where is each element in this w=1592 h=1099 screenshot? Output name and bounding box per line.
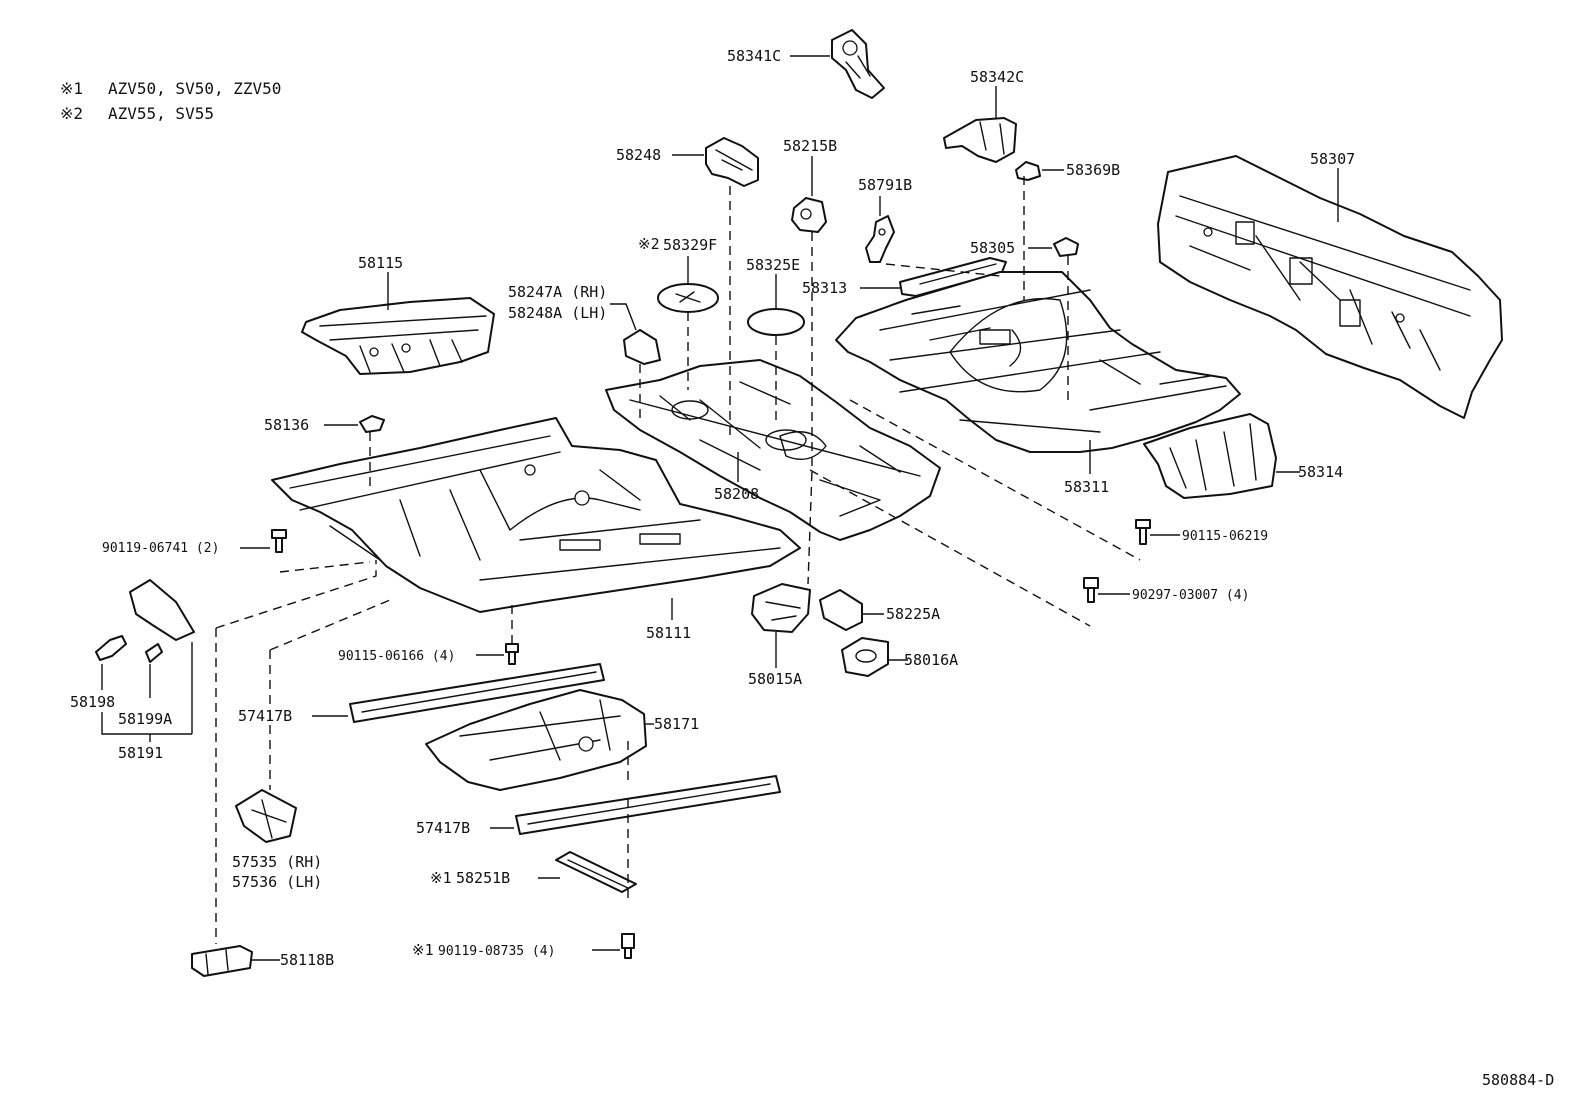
diagram-code: 580884-D [1482, 1071, 1554, 1089]
part-58215b-block: 58215B [783, 137, 837, 233]
part-58118b-bracket: 58118B [191, 945, 334, 977]
label-58248: 58248 [616, 146, 661, 164]
part-58314-bracket: 58314 [1143, 413, 1343, 499]
part-58305-clip: 58305 [970, 237, 1079, 257]
part-58791b-bracket: 58791B [858, 176, 912, 263]
alignment-dashed-lines [215, 176, 1141, 944]
label-58341c: 58341C [727, 47, 781, 65]
label-58313: 58313 [802, 279, 847, 297]
label-90297-03007: 90297-03007 (4) [1132, 588, 1249, 603]
bolt-90119-08735: ※1 90119-08735 (4) [412, 933, 635, 959]
part-58225a-bracket: 58225A [819, 589, 940, 631]
label-58208: 58208 [714, 485, 759, 503]
label-58307: 58307 [1310, 150, 1355, 168]
part-58016a-bracket: 58016A [841, 637, 958, 677]
part-57535-57536-bracket: 57535 (RH) 57536 (LH) [232, 789, 322, 891]
note-2-mark: ※2 [60, 104, 83, 123]
part-58251b-channel: ※1 58251B [430, 851, 637, 893]
label-58248a: 58248A (LH) [508, 304, 607, 322]
label-58251b: 58251B [456, 869, 510, 887]
part-58341c-bracket: 58341C [727, 29, 885, 99]
label-58311: 58311 [1064, 478, 1109, 496]
bolt-90297-03007: 90297-03007 (4) [1083, 577, 1249, 603]
part-58369b-clip: 58369B [1015, 161, 1120, 181]
note-2-text: AZV55, SV55 [108, 104, 214, 123]
note-1-text: AZV50, SV50, ZZV50 [108, 79, 281, 98]
mark-58329f: ※2 [638, 235, 660, 253]
label-58111: 58111 [646, 624, 691, 642]
label-90119-06741: 90119-06741 (2) [102, 541, 219, 556]
part-58342c-bracket: 58342C [943, 68, 1024, 163]
label-57536: 57536 (LH) [232, 873, 322, 891]
part-58111-front-floor: 58111 [271, 417, 801, 642]
mark-58251b: ※1 [430, 869, 452, 887]
bolt-90115-06219: 90115-06219 [1135, 519, 1268, 545]
part-58247a-58248a-bracket: 58247A (RH) 58248A (LH) [508, 283, 661, 365]
label-57417b-upper: 57417B [238, 707, 292, 725]
part-58325e-plug: 58325E [746, 256, 805, 336]
part-58248-bracket: 58248 [616, 137, 759, 187]
part-58136-clip: 58136 [264, 415, 385, 434]
label-90115-06219: 90115-06219 [1182, 529, 1268, 544]
part-58191-assembly: 58198 58199A 58191 [70, 579, 195, 762]
label-58171: 58171 [654, 715, 699, 733]
part-58171-floor-part: 58171 [425, 689, 699, 791]
part-58311-rear-floor: 58311 [835, 271, 1241, 496]
part-58329f-plug: ※2 58329F [638, 235, 719, 313]
label-58215b: 58215B [783, 137, 837, 155]
label-58369b: 58369B [1066, 161, 1120, 179]
part-58307-rear-panel: 58307 [1157, 150, 1503, 419]
label-90119-08735: 90119-08735 (4) [438, 944, 555, 959]
label-58199a: 58199A [118, 710, 172, 728]
label-58015a: 58015A [748, 670, 802, 688]
label-58791b: 58791B [858, 176, 912, 194]
label-58118b: 58118B [280, 951, 334, 969]
part-58015a-bracket: 58015A [748, 583, 811, 688]
note-1-mark: ※1 [60, 79, 83, 98]
label-58325e: 58325E [746, 256, 800, 274]
label-57535: 57535 (RH) [232, 853, 322, 871]
label-58305: 58305 [970, 239, 1015, 257]
bolt-90119-06741: 90119-06741 (2) [102, 529, 287, 556]
bolt-90115-06166: 90115-06166 (4) [338, 643, 519, 665]
label-90115-06166: 90115-06166 (4) [338, 649, 455, 664]
part-58115-panel: 58115 [301, 254, 495, 375]
label-58136: 58136 [264, 416, 309, 434]
label-58314: 58314 [1298, 463, 1343, 481]
label-58016a: 58016A [904, 651, 958, 669]
mark-90119-08735: ※1 [412, 941, 434, 959]
label-58247a: 58247A (RH) [508, 283, 607, 301]
label-58342c: 58342C [970, 68, 1024, 86]
legend-notes: ※1 AZV50, SV50, ZZV50 ※2 AZV55, SV55 [60, 79, 281, 123]
label-58115: 58115 [358, 254, 403, 272]
label-58191: 58191 [118, 744, 163, 762]
label-58225a: 58225A [886, 605, 940, 623]
label-57417b-lower: 57417B [416, 819, 470, 837]
part-58313-strip: 58313 [802, 257, 1007, 297]
part-58208-center-floor: 58208 [605, 359, 941, 541]
part-57417b-lower-sill: 57417B [416, 775, 781, 837]
label-58198: 58198 [70, 693, 115, 711]
part-57417b-upper-sill: 57417B [238, 663, 605, 725]
label-58329f: 58329F [663, 236, 717, 254]
